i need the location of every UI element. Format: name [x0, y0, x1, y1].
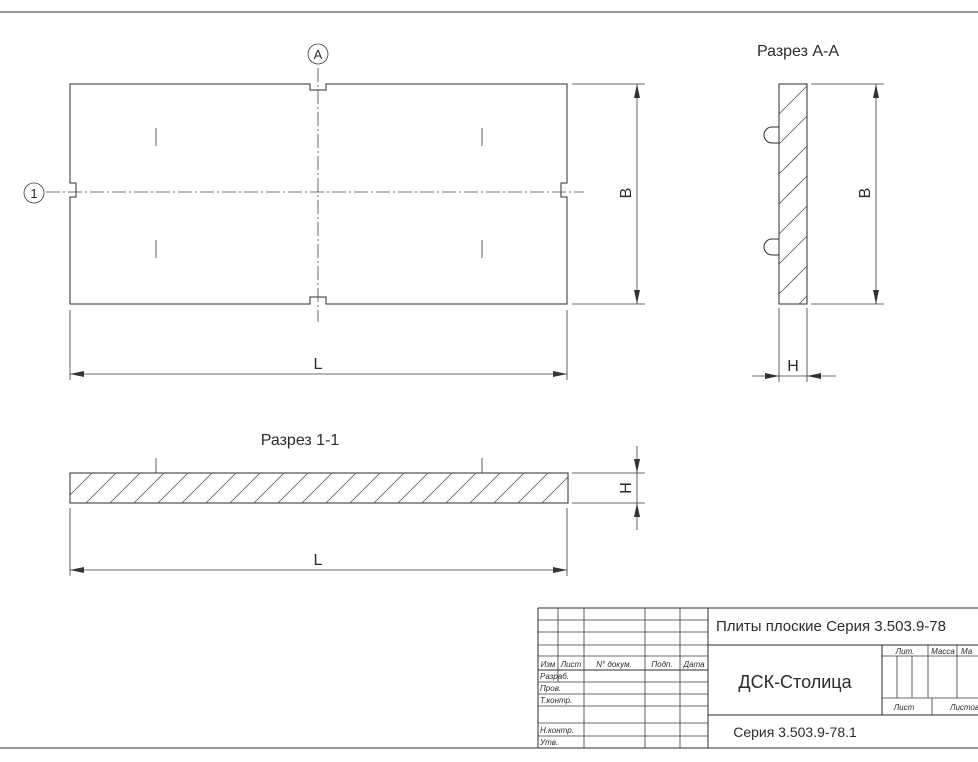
axis-marker-a [307, 43, 329, 65]
plan-dim-l-label: L [314, 356, 323, 373]
tb-series: Серия 3.503.9-78.1 [733, 724, 857, 740]
tb-main-title: Плиты плоские Серия 3.503.9-78 [716, 618, 946, 635]
tb-row-ncontrol: Н.контр. [540, 726, 574, 735]
tb-lit-label: Лит. [895, 647, 915, 656]
section-11-hatching [70, 473, 568, 503]
axis-marker-1 [23, 182, 45, 204]
section-aa: Разрез А-А B H [752, 43, 884, 382]
tb-row-tcontrol: Т.контр. [540, 696, 572, 705]
plan-dim-b-label: B [618, 188, 635, 199]
section-11-title: Разрез 1-1 [261, 432, 340, 449]
section-aa-dim-b-label: B [857, 188, 874, 199]
section-11: Разрез 1-1 [69, 432, 645, 576]
plan-view: А 1 [23, 43, 584, 322]
tb-row-checked: Пров. [540, 684, 561, 693]
axis-marker-a-label: А [314, 47, 323, 62]
title-block: Изм Лист N° докум. Подп. Дата Разраб. Пр… [537, 607, 978, 748]
tb-col-sign: Подп. [651, 660, 672, 669]
tb-row-approved: Утв. [539, 738, 558, 747]
plan-dimension-l: L [69, 310, 568, 380]
section-aa-dim-h-label: H [787, 358, 799, 375]
tb-mass-label: Масса [931, 647, 955, 656]
tb-row-developed: Разраб. [540, 672, 569, 681]
tb-sheet-label: Лист [893, 703, 915, 712]
section-11-dim-h-label: H [618, 482, 635, 494]
tb-sheets-label: Листов [949, 703, 978, 712]
plan-dimension-b: B [572, 83, 645, 305]
sheet-frame [0, 11, 978, 749]
tb-col-list: Лист [560, 660, 582, 669]
section-aa-hatching [779, 85, 807, 304]
section-aa-title: Разрез А-А [757, 43, 839, 60]
tb-col-izm: Изм [541, 660, 556, 669]
section-11-dim-l-label: L [314, 552, 323, 569]
tb-scale-label: Ма [961, 647, 973, 656]
tb-col-doc: N° докум. [596, 660, 632, 669]
axis-marker-1-label: 1 [30, 186, 37, 201]
tb-col-date: Дата [682, 660, 705, 669]
tb-organization: ДСК-Столица [738, 672, 852, 692]
